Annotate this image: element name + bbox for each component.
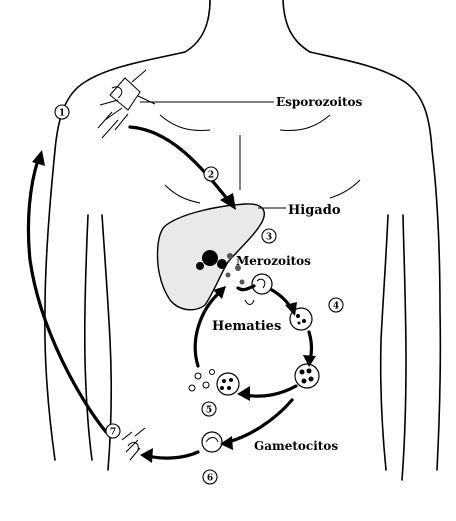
step-marker-4: 4 xyxy=(329,298,343,312)
rib-left xyxy=(165,185,200,203)
step-marker-2: 2 xyxy=(204,167,218,181)
arrow-to-liver xyxy=(130,127,228,200)
label-merozoitos: Merozoitos xyxy=(236,254,311,268)
svg-text:2: 2 xyxy=(208,171,214,181)
neck-left xyxy=(185,0,210,52)
arm-right-outer xyxy=(432,150,440,470)
step-marker-3: 3 xyxy=(262,229,276,243)
label-gametocitos: Gametocitos xyxy=(254,439,338,453)
neck-right xyxy=(283,0,310,52)
svg-text:1: 1 xyxy=(59,109,65,119)
step-marker-7: 7 xyxy=(106,424,120,438)
infected-cell-2 xyxy=(295,364,319,388)
navel xyxy=(245,300,254,305)
arrow-to-ruptured xyxy=(245,386,296,396)
step-marker-6: 6 xyxy=(203,470,217,484)
label-higado: Higado xyxy=(288,203,341,218)
arrow-to-arm-bite xyxy=(148,452,198,458)
chest-line-left xyxy=(160,115,210,130)
arm-right-inner xyxy=(402,215,406,480)
step-marker-5: 5 xyxy=(202,402,216,416)
svg-text:3: 3 xyxy=(266,233,272,243)
svg-text:4: 4 xyxy=(333,302,339,312)
label-hematies: Hematies xyxy=(212,319,281,334)
rib-right xyxy=(330,180,360,198)
ruptured-cell-cluster xyxy=(189,370,239,396)
arrow-arm-to-shoulder xyxy=(28,160,106,432)
chest-line-right xyxy=(280,115,330,130)
svg-text:7: 7 xyxy=(110,428,116,438)
arrow-to-gametocitos xyxy=(228,400,292,442)
svg-text:5: 5 xyxy=(206,406,212,416)
merozoite-cell xyxy=(252,274,272,294)
gametocyte-cell xyxy=(202,432,222,452)
label-esporozoitos: Esporozoitos xyxy=(276,95,363,109)
torso-right xyxy=(381,215,388,470)
svg-text:6: 6 xyxy=(207,474,213,484)
step-marker-1: 1 xyxy=(55,105,69,119)
arm-left-outer xyxy=(45,150,55,460)
arrow-liver-to-merozoitos xyxy=(238,286,254,290)
arm-left-inner xyxy=(85,215,92,460)
mosquito-icon xyxy=(98,70,155,138)
shoulder-left xyxy=(55,52,185,150)
